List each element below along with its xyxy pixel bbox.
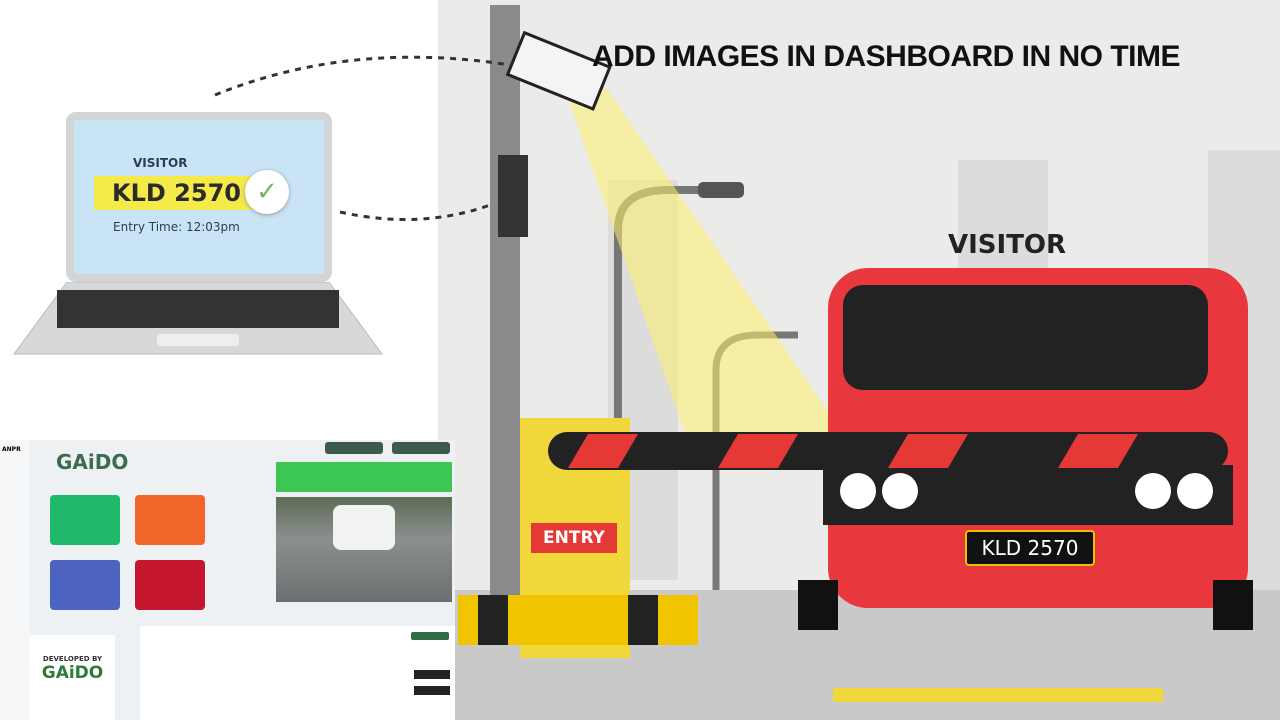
top-button[interactable] [392,442,450,454]
check-icon: ✓ [245,170,289,214]
laptop-visitor-label: VISITOR [133,156,188,170]
laptop-plate: KLD 2570 [94,176,274,210]
gaido-logo: GAiDO [56,450,129,474]
developed-by-box: DEVELOPED BY GAiDO [30,635,115,720]
visitor-label: VISITOR [948,230,1067,260]
sidebar-label: ANPR [2,446,21,453]
stat-card[interactable] [50,495,120,545]
detection-banner [276,462,452,492]
stat-card[interactable] [50,560,120,610]
stat-card[interactable] [135,495,205,545]
gaido-logo: GAiDO [41,663,104,683]
export-button[interactable] [411,632,449,640]
parking-scene [438,0,1280,720]
connection-dotted-lines [214,55,511,221]
records-table [140,626,455,720]
laptop-keyboard [13,282,383,355]
license-plate: KLD 2570 [965,530,1095,566]
entry-sign: ENTRY [531,523,617,553]
image-thumb[interactable] [414,686,450,695]
developed-by-label: DEVELOPED BY [42,655,103,663]
stat-card[interactable] [135,560,205,610]
scene-illustration [438,5,1280,720]
dashboard-screenshot: ANPR GAiDO DEVELOPED BY GAiDO [0,440,455,720]
image-thumb[interactable] [414,670,450,679]
dashboard-sidebar: ANPR [0,440,30,720]
top-button[interactable] [325,442,383,454]
headline: ADD IMAGES IN DASHBOARD IN NO TIME [592,40,1181,73]
camera-photo [276,497,452,602]
entry-time: Entry Time: 12:03pm [113,220,240,234]
